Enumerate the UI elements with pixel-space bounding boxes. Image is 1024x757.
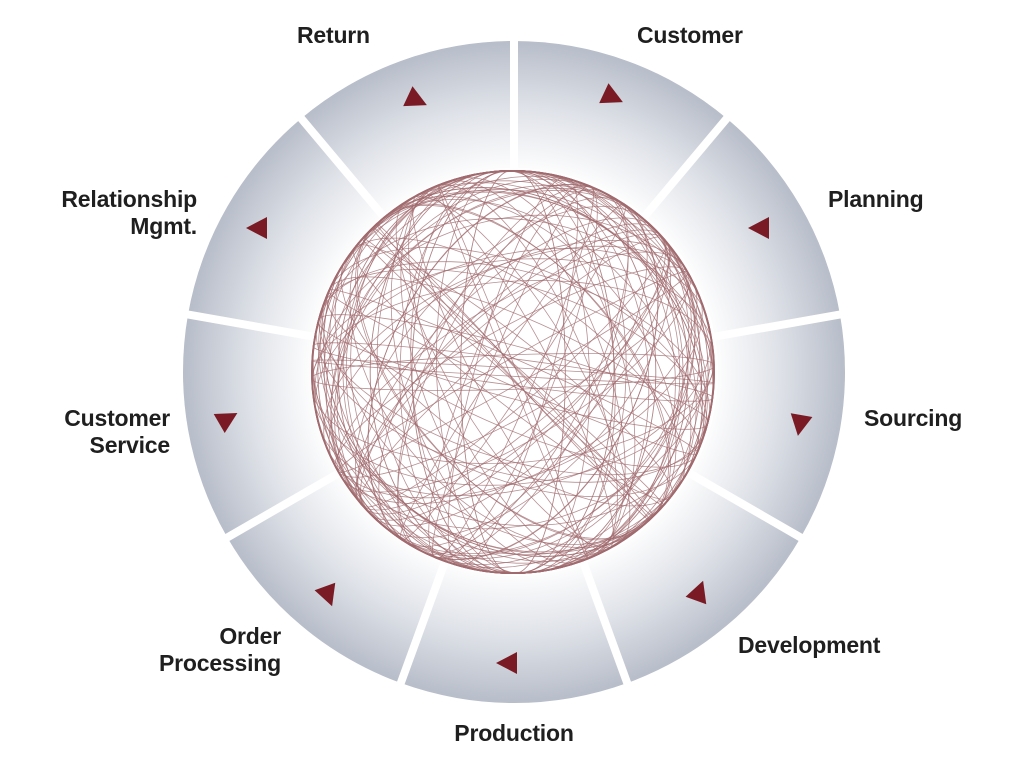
segment-label-sourcing: Sourcing (864, 405, 962, 432)
globe-meridian (337, 170, 689, 574)
globe-meridian (411, 170, 615, 574)
label-line: Customer (637, 22, 743, 48)
ring-segments (183, 37, 845, 704)
arrow-icon-production (496, 652, 517, 674)
label-line: Development (738, 632, 881, 658)
label-line: Service (89, 432, 171, 458)
label-line: Customer (64, 405, 170, 431)
segment-label-planning: Planning (828, 186, 924, 213)
label-line: Sourcing (864, 405, 963, 431)
arrow-icon-development (685, 580, 707, 605)
segment-label-order-processing: Order Processing (118, 623, 281, 677)
label-line: Return (297, 22, 370, 48)
label-line: Order (219, 623, 281, 649)
globe-meridian (369, 170, 657, 574)
globe-mesh-line (342, 170, 684, 574)
label-line: Processing (159, 650, 281, 676)
segment-label-return: Return (297, 22, 370, 49)
segment-label-relationship-mgmt: Relationship Mgmt. (20, 186, 197, 240)
globe-mesh-line (323, 170, 703, 574)
arrow-icon-relationship-mgmt (246, 217, 267, 239)
globe-meridian (317, 170, 709, 574)
label-line: Planning (828, 186, 924, 212)
segment-label-production: Production (440, 720, 588, 747)
arrow-icon-return (403, 86, 427, 107)
segment-label-development: Development (738, 632, 880, 659)
arrow-icon-planning (748, 217, 769, 239)
label-line: Mgmt. (130, 213, 197, 239)
label-line: Production (454, 720, 574, 746)
segment-label-customer: Customer (637, 22, 743, 49)
arrow-icon-customer-service (213, 413, 238, 434)
arrow-icon-sourcing (790, 413, 813, 436)
arrow-icon-order-processing (314, 582, 336, 607)
globe-outline (311, 170, 715, 574)
globe-meridian (460, 170, 566, 574)
label-line: Relationship (61, 186, 197, 212)
arrow-icon-customer (599, 83, 623, 104)
direction-arrows (213, 83, 813, 674)
segment-label-customer-service: Customer Service (20, 405, 170, 459)
